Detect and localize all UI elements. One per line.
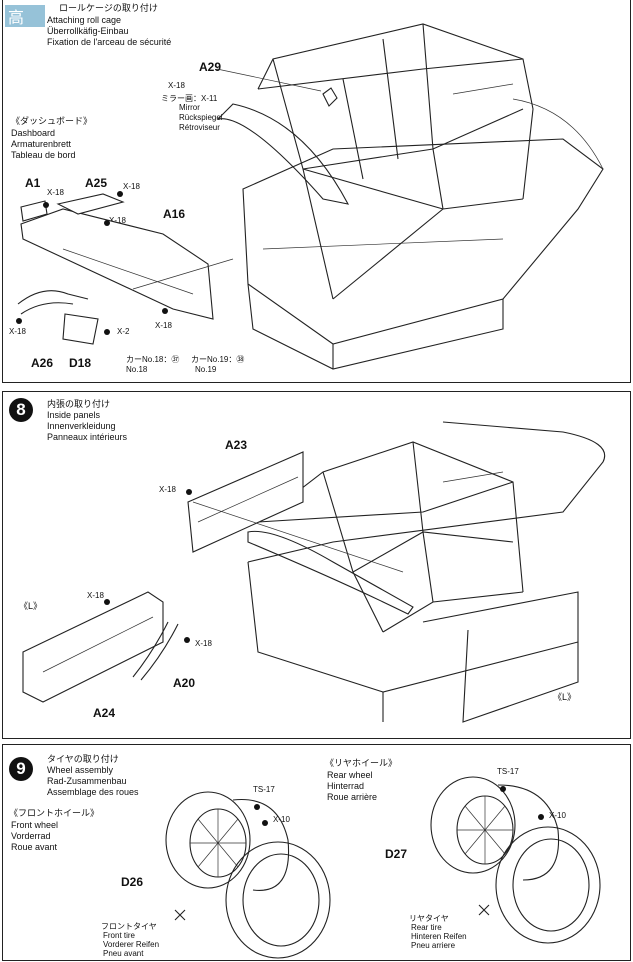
part-a16-label: A16 xyxy=(163,207,186,221)
front-heading-fr: Roue avant xyxy=(11,842,58,852)
step7-title-jp: ロールケージの取り付け xyxy=(59,3,158,13)
left-mark-2: 《L》 xyxy=(553,692,577,702)
rear-heading-jp: 《リヤホイール》 xyxy=(325,758,398,768)
rear-x10-label: X-10 xyxy=(549,811,566,820)
part-d18-label: D18 xyxy=(69,356,92,370)
front-tire-jp: フロントタイヤ xyxy=(101,922,157,931)
step8-screw-label-2: X-18 xyxy=(87,591,104,600)
part-a20-label: A20 xyxy=(173,676,196,690)
dashboard-heading-en: Dashboard xyxy=(11,128,56,138)
svg-text:高: 高 xyxy=(8,8,24,27)
part-a25-label: A25 xyxy=(85,176,108,190)
step8-illustration xyxy=(22,421,606,723)
front-ts17-label: TS-17 xyxy=(253,785,275,794)
screw-x18-label-4: X-18 xyxy=(155,321,172,330)
step8-screw-label-1: X-18 xyxy=(159,485,176,494)
step-7-panel: 高 ロールケージの取り付け Attaching roll cage Überro… xyxy=(2,0,631,383)
step9-title-fr: Assemblage des roues xyxy=(47,787,139,797)
car-no18-en: No.18 xyxy=(126,365,148,374)
step8-title-fr: Panneaux intérieurs xyxy=(47,432,128,442)
rear-heading-en: Rear wheel xyxy=(327,770,373,780)
car-no18-jp: カーNo.18：㊲ xyxy=(126,355,180,364)
mirror-label-de: Rückspiegel xyxy=(179,113,223,122)
part-d27-label: D27 xyxy=(385,847,408,861)
step9-title-de: Rad-Zusammenbau xyxy=(47,776,127,786)
mirror-label-jp: ミラー画：X-11 xyxy=(161,94,218,103)
step9-title-jp: タイヤの取り付け xyxy=(47,754,119,764)
mirror-label-fr: Rétroviseur xyxy=(179,123,220,132)
mirror-screw-label: X-18 xyxy=(168,81,185,90)
step-9-badge: 9 xyxy=(9,757,33,781)
rear-heading-fr: Roue arrière xyxy=(327,792,378,802)
screw-x18-label-5: X-18 xyxy=(9,327,26,336)
rear-tire-en: Rear tire xyxy=(411,923,442,932)
front-tire-fr: Pneu avant xyxy=(103,949,144,958)
step8-title-en: Inside panels xyxy=(47,410,101,420)
front-heading-jp: 《フロントホイール》 xyxy=(9,808,100,818)
dashboard-heading-de: Armaturenbrett xyxy=(11,139,72,149)
front-x10-label: X-10 xyxy=(273,815,290,824)
mirror-label-en: Mirror xyxy=(179,103,200,112)
screw-x18-label-3: X-18 xyxy=(109,216,126,225)
front-tire-de: Vorderer Reifen xyxy=(103,940,160,949)
part-a24-label: A24 xyxy=(93,706,116,720)
step8-screw-label-3: X-18 xyxy=(195,639,212,648)
screw-x18-label-1: X-18 xyxy=(47,188,64,197)
part-a1-label: A1 xyxy=(25,176,41,190)
dashboard-heading-jp: 《ダッシュボード》 xyxy=(11,116,93,126)
step-8-panel: 8 内張の取り付け Inside panels Innenverkleidung… xyxy=(2,391,631,739)
part-a29-label: A29 xyxy=(199,60,222,74)
dashboard-heading-fr: Tableau de bord xyxy=(11,150,76,160)
rear-tire-jp: リヤタイヤ xyxy=(409,914,449,923)
rear-ts17-label: TS-17 xyxy=(497,767,519,776)
step8-title-jp: 内張の取り付け xyxy=(47,399,111,409)
part-a23-label: A23 xyxy=(225,438,248,452)
step-8-badge: 8 xyxy=(9,398,33,422)
front-heading-de: Vorderrad xyxy=(11,831,51,841)
step7-illustration xyxy=(16,23,604,370)
step9-title-en: Wheel assembly xyxy=(47,765,114,775)
step9-illustration xyxy=(165,776,601,959)
rear-tire-fr: Pneu arriere xyxy=(411,941,456,950)
left-mark-1: 《L》 xyxy=(19,601,43,611)
front-tire-en: Front tire xyxy=(103,931,136,940)
step7-title-de: Überrollkäfig-Einbau xyxy=(47,26,129,36)
rear-heading-de: Hinterrad xyxy=(327,781,365,791)
step-9-panel: 9 タイヤの取り付け Wheel assembly Rad-Zusammenba… xyxy=(2,744,631,961)
screw-x2-label: X-2 xyxy=(117,327,130,336)
car-no19-en: No.19 xyxy=(195,365,217,374)
watermark-logo: 高 xyxy=(3,0,51,39)
screw-x18-label-2: X-18 xyxy=(123,182,140,191)
car-no19-jp: カーNo.19：㊳ xyxy=(191,355,245,364)
front-heading-en: Front wheel xyxy=(11,820,59,830)
rear-tire-de: Hinteren Reifen xyxy=(411,932,467,941)
part-a26-label: A26 xyxy=(31,356,54,370)
step7-title-fr: Fixation de l'arceau de sécurité xyxy=(47,37,172,47)
part-d26-label: D26 xyxy=(121,875,144,889)
step8-title-de: Innenverkleidung xyxy=(47,421,116,431)
step7-title-en: Attaching roll cage xyxy=(47,15,122,25)
